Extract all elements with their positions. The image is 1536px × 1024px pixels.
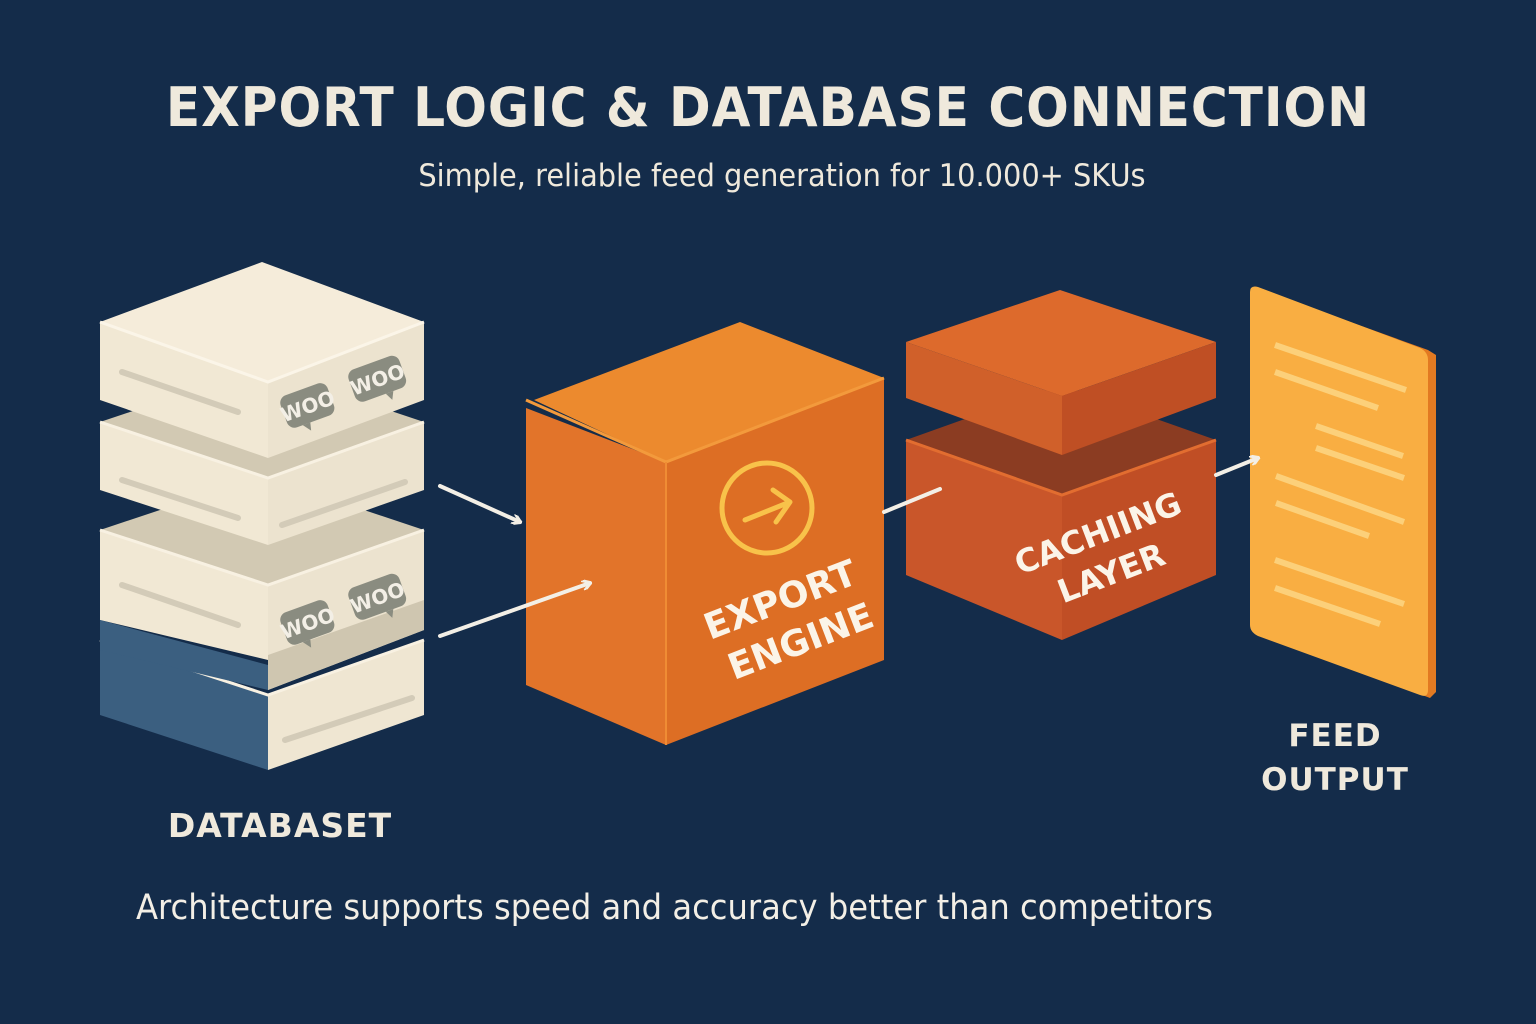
database-layer-1 xyxy=(99,262,425,458)
feed-output-label-line1: FEED xyxy=(1288,718,1382,754)
database-stack xyxy=(99,262,425,770)
document-icon xyxy=(1250,286,1436,698)
arrow-database-to-engine-top xyxy=(438,484,520,522)
arrow-engine-to-cache xyxy=(882,487,942,514)
page-title: EXPORT LOGIC & DATABASE CONNECTION xyxy=(165,76,1371,139)
arrow-cache-to-feed xyxy=(1214,458,1258,477)
arrow-database-to-engine-bottom xyxy=(438,583,590,638)
database-layer-4 xyxy=(99,638,425,770)
caching-layer-block xyxy=(905,290,1217,640)
database-label: DATABASET xyxy=(167,806,393,845)
page-subtitle: Simple, reliable feed generation for 10.… xyxy=(418,158,1146,194)
export-engine-block xyxy=(525,322,885,745)
feed-output-label-line2: OUTPUT xyxy=(1261,762,1409,798)
arrow-right-circle-icon xyxy=(719,460,815,556)
feed-output-label: FEED OUTPUT xyxy=(1230,714,1440,802)
footer-caption: Architecture supports speed and accuracy… xyxy=(136,888,1213,928)
